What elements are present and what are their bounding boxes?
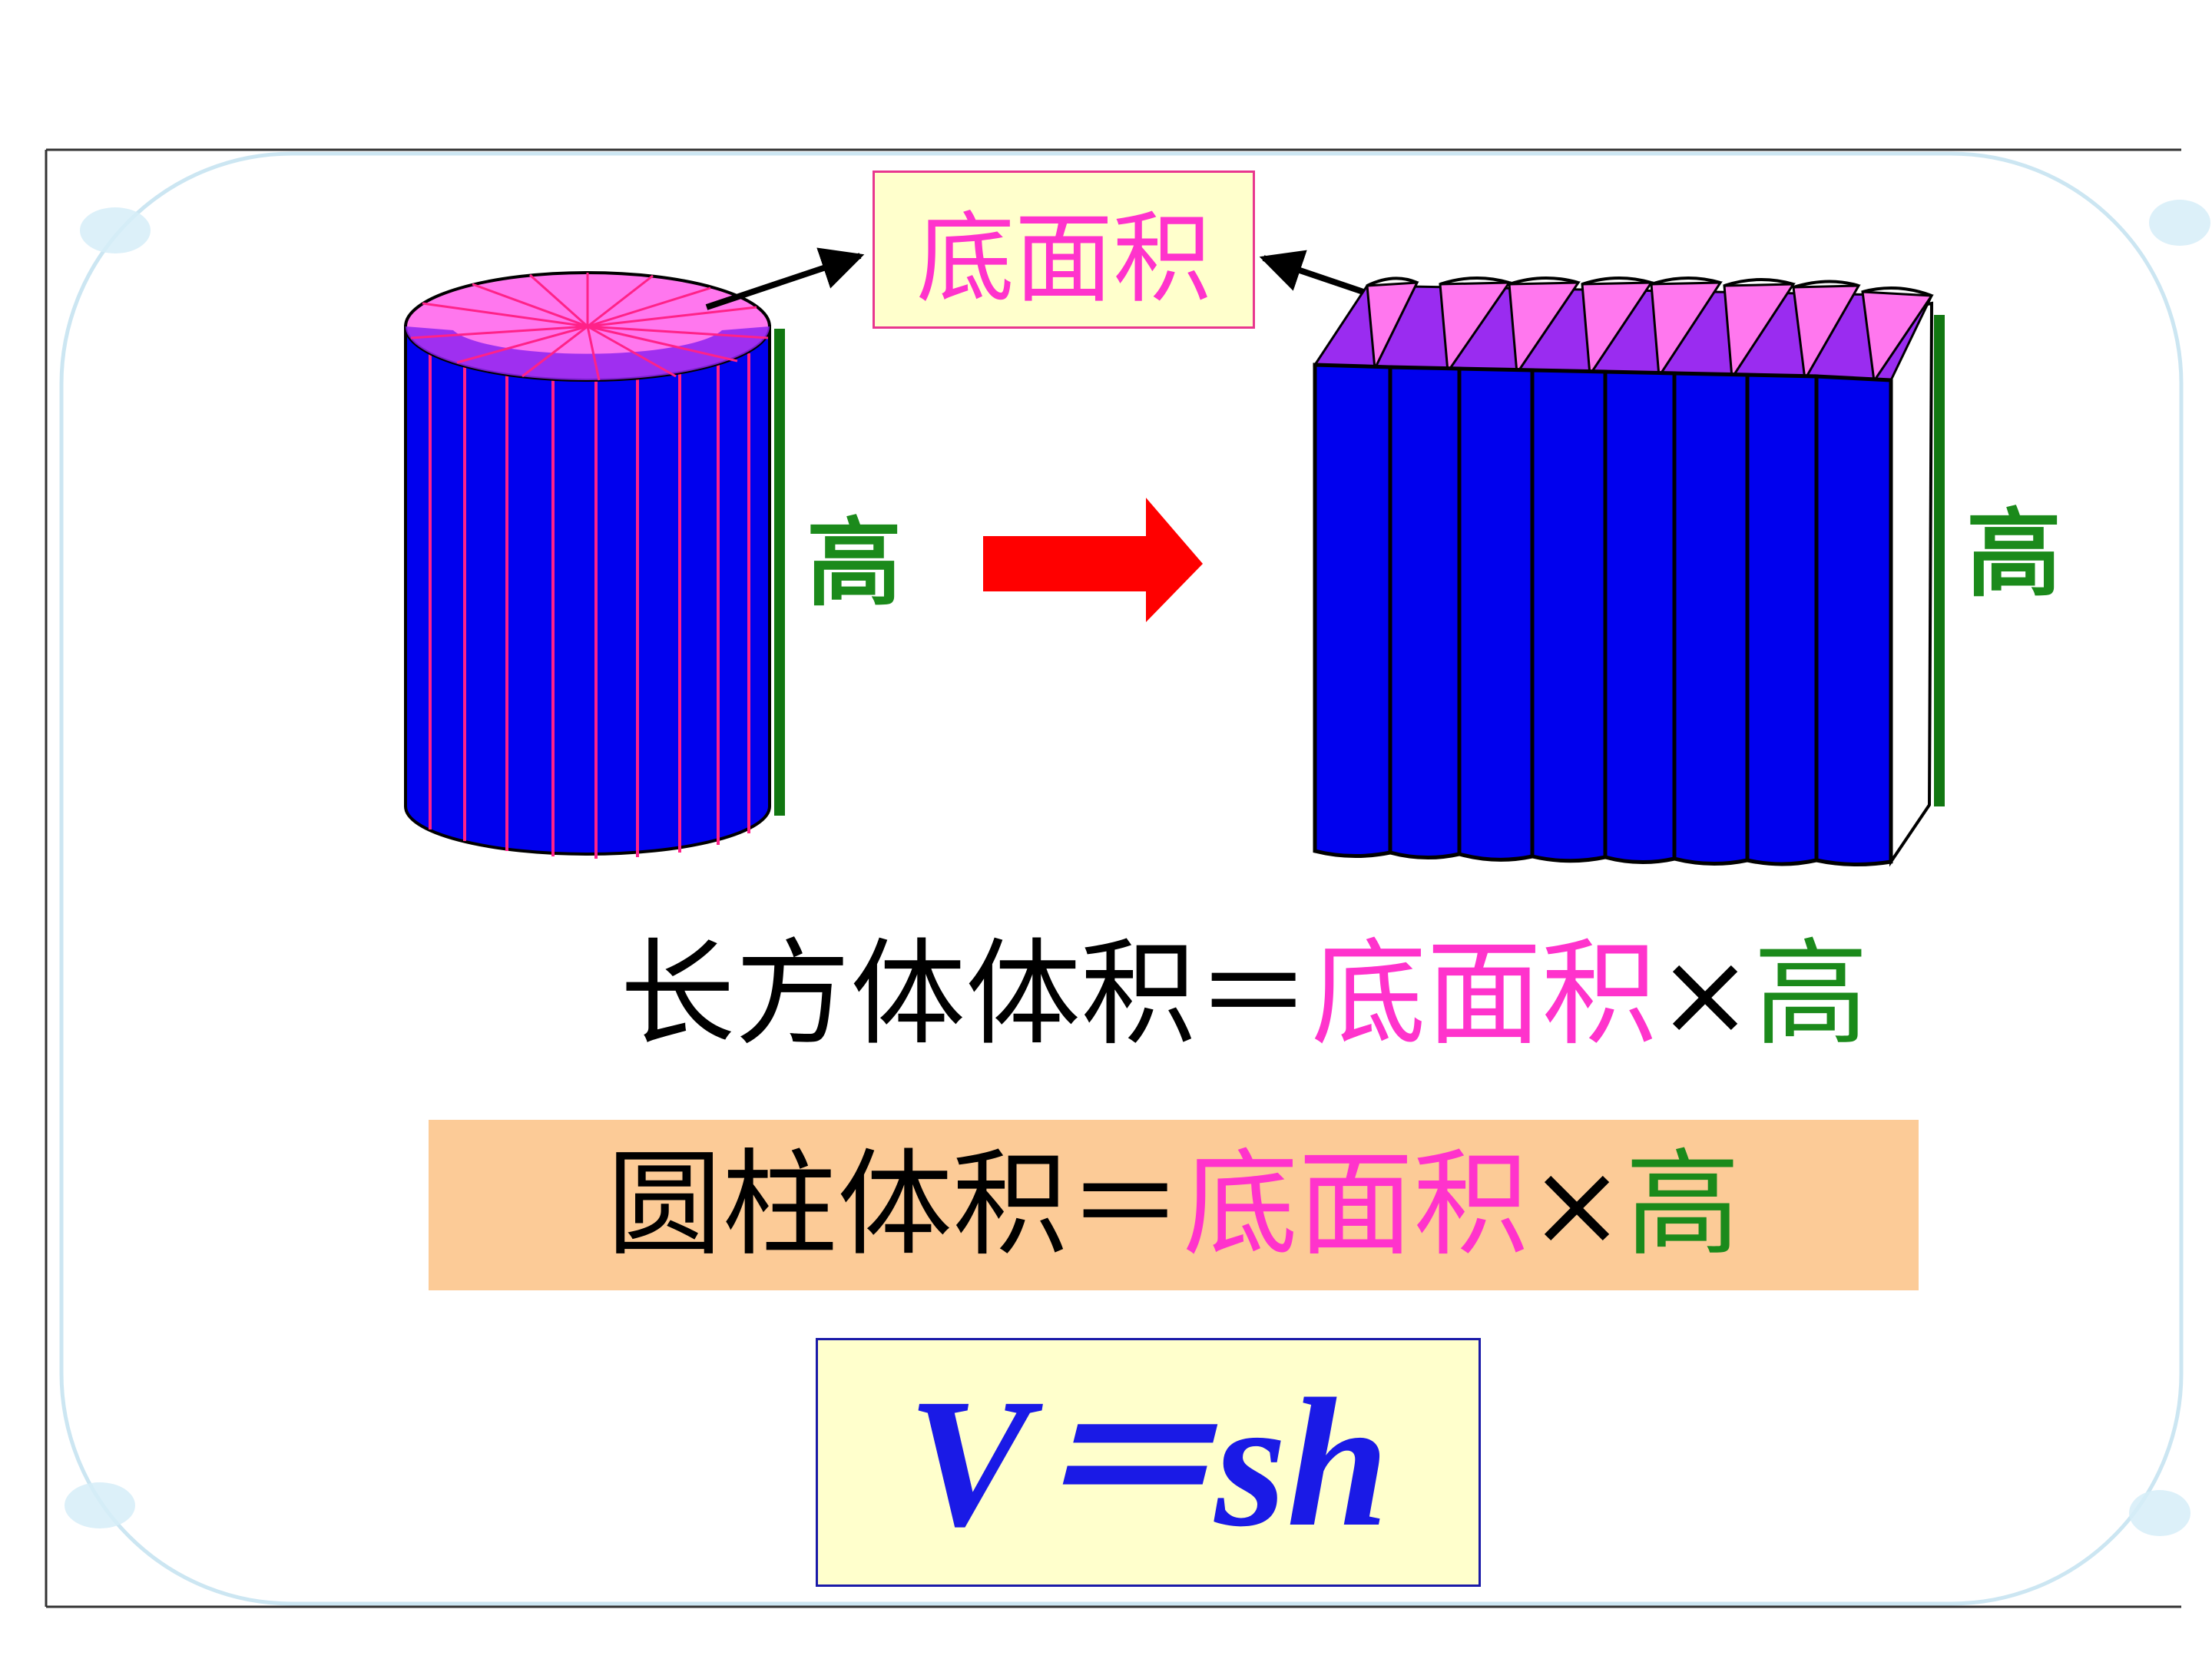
pointer-arrow-left bbox=[705, 247, 865, 310]
symbolic-formula-text: V＝sh bbox=[907, 1360, 1389, 1565]
cuboid-slices bbox=[1313, 363, 1893, 867]
cylinder-top-sectors bbox=[410, 273, 769, 381]
cuboid-top-triangles bbox=[1366, 281, 1934, 385]
cloud-decoration-icon bbox=[65, 200, 2210, 1536]
symbolic-formula-box: V＝sh bbox=[816, 1338, 1481, 1587]
cylinder-height-label: 高 bbox=[806, 508, 902, 619]
base-area-label-text: 底面积 bbox=[916, 201, 1211, 316]
cylinder-volume-formula: 圆柱体积＝底面积×高 bbox=[429, 1120, 1919, 1290]
cuboid bbox=[1313, 276, 1945, 867]
cuboid-height-label: 高 bbox=[1966, 498, 2062, 610]
formula-cylinder-times: × bbox=[1528, 1138, 1625, 1272]
formula-cylinder-base-area: 底面积 bbox=[1183, 1138, 1529, 1272]
formula-cylinder-equals: ＝ bbox=[1068, 1138, 1184, 1272]
base-area-label: 底面积 bbox=[873, 171, 1255, 329]
transform-arrow-icon bbox=[983, 498, 1203, 622]
formula-cuboid-lhs: 长方体体积 bbox=[620, 928, 1197, 1061]
formula-cylinder-lhs: 圆柱体积 bbox=[607, 1138, 1068, 1272]
formula-cuboid-height: 高 bbox=[1753, 928, 1869, 1061]
cylinder-slice-lines bbox=[429, 349, 750, 859]
cuboid-volume-formula: 长方体体积＝底面积×高 bbox=[507, 929, 1982, 1060]
cylinder bbox=[404, 271, 785, 859]
formula-cuboid-base-area: 底面积 bbox=[1311, 928, 1657, 1061]
formula-cuboid-times: × bbox=[1657, 928, 1753, 1061]
formula-cuboid-equals: ＝ bbox=[1196, 928, 1312, 1061]
slide-frame bbox=[45, 148, 2184, 1608]
formula-cylinder-height: 高 bbox=[1624, 1138, 1740, 1272]
cylinder-body bbox=[404, 325, 771, 856]
